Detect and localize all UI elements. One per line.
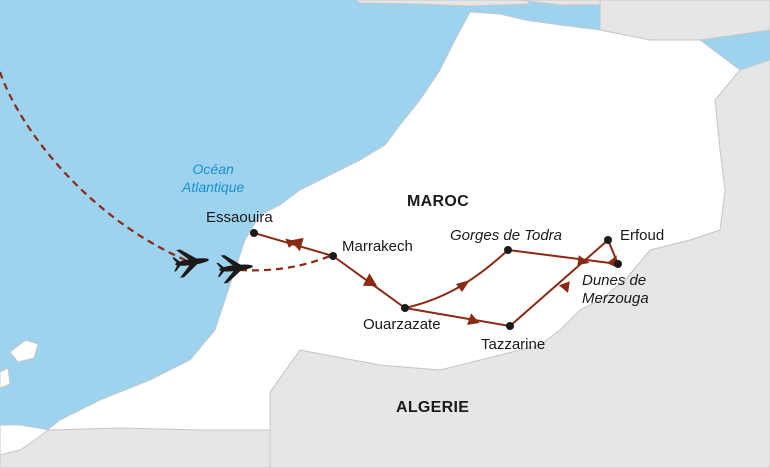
island xyxy=(0,367,11,389)
city-label-dunes: Dunes de Merzouga xyxy=(582,272,649,308)
city-label-essaouira: Essaouira xyxy=(206,209,273,226)
marker-marrakech xyxy=(329,252,337,260)
route-dunes-erfoud xyxy=(607,239,619,265)
marker-gorges xyxy=(504,246,512,254)
city-label-dunes-line2: Merzouga xyxy=(582,290,649,307)
route xyxy=(253,232,619,327)
marker-ouarzazate xyxy=(401,304,409,312)
marker-tazzarine xyxy=(506,322,514,330)
route-arrows xyxy=(285,237,617,325)
arrow-icon xyxy=(362,273,378,287)
city-label-erfoud: Erfoud xyxy=(620,227,665,244)
ocean-label-line2: Atlantique xyxy=(182,179,245,195)
city-label-tazzarine: Tazzarine xyxy=(481,336,546,353)
marker-dunes xyxy=(614,260,622,268)
flight-path-departure xyxy=(239,254,331,272)
marker-essaouira xyxy=(250,229,258,237)
city-label-ouarzazate: Ouarzazate xyxy=(363,316,441,333)
morocco-region xyxy=(0,11,741,456)
arrow-icon xyxy=(456,280,470,292)
airplane-icon xyxy=(216,255,253,284)
city-label-gorges: Gorges de Todra xyxy=(450,227,563,244)
airplane-icon xyxy=(172,249,209,278)
arrow-icon xyxy=(290,237,304,252)
route-gorges-dunes xyxy=(507,249,619,265)
city-label-marrakech: Marrakech xyxy=(342,238,413,255)
route-tazzarine-ouarzazate xyxy=(404,307,511,327)
country-label-morocco: MAROC xyxy=(407,193,469,210)
route-erfoud-tazzarine xyxy=(509,239,609,327)
arrow-icon xyxy=(577,255,590,266)
marker-erfoud xyxy=(604,236,612,244)
route-essaouira-marrakech xyxy=(253,232,334,257)
arrow-icon xyxy=(558,281,570,293)
city-label-dunes-line1: Dunes de xyxy=(582,272,647,289)
route-ouarzazate-gorges xyxy=(404,249,509,309)
island xyxy=(9,339,39,363)
arrow-icon xyxy=(467,313,480,325)
flight-path-arrival xyxy=(0,71,191,264)
ocean-label: Océan Atlantique xyxy=(182,160,244,196)
arrow-icon xyxy=(285,238,297,248)
ocean-label-line1: Océan xyxy=(192,161,234,177)
city-markers xyxy=(250,229,622,330)
spain-region xyxy=(354,0,531,7)
country-label-algeria: ALGERIE xyxy=(396,399,470,416)
